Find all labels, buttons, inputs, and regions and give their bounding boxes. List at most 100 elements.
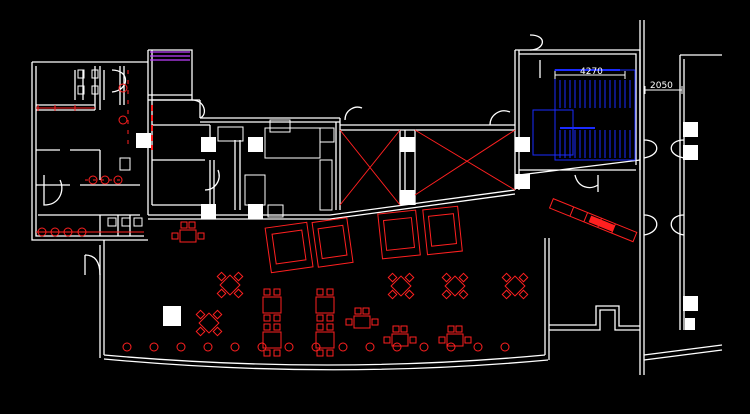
restroom-door bbox=[43, 175, 63, 206]
dining-table-set bbox=[387, 272, 415, 300]
door-arc-3 bbox=[574, 174, 599, 192]
chair bbox=[180, 221, 188, 229]
shaft-walls bbox=[340, 124, 515, 205]
chair bbox=[501, 272, 512, 283]
chair bbox=[326, 323, 334, 331]
urinal bbox=[77, 69, 85, 79]
chair bbox=[273, 288, 281, 296]
table-top bbox=[198, 312, 220, 334]
chair bbox=[326, 314, 334, 322]
urinal bbox=[77, 85, 85, 95]
columns bbox=[136, 122, 698, 330]
column bbox=[400, 137, 415, 152]
column bbox=[683, 145, 698, 160]
dining-table-set bbox=[383, 325, 417, 347]
dining-table-set bbox=[501, 272, 529, 300]
sofa bbox=[377, 209, 421, 260]
chair bbox=[362, 307, 370, 315]
chair bbox=[171, 232, 179, 240]
kitchen-fixtures bbox=[217, 119, 335, 218]
booth-sofa bbox=[377, 209, 421, 260]
restroom-urinal-dividers bbox=[74, 70, 105, 100]
counter bbox=[269, 119, 291, 133]
dining-table-set bbox=[262, 323, 282, 357]
dimension-line bbox=[554, 71, 626, 79]
chair bbox=[392, 325, 400, 333]
chair bbox=[195, 309, 206, 320]
chair bbox=[447, 325, 455, 333]
door-arc bbox=[344, 106, 363, 121]
column bbox=[136, 133, 151, 148]
furniture bbox=[36, 70, 638, 357]
chair bbox=[409, 336, 417, 344]
bar-counter bbox=[548, 198, 638, 243]
shaft-cross bbox=[339, 129, 401, 206]
chair bbox=[326, 349, 334, 357]
service-walls bbox=[152, 99, 211, 206]
chair bbox=[464, 336, 472, 344]
column bbox=[683, 122, 698, 137]
counter-divisions bbox=[569, 206, 616, 234]
column bbox=[515, 174, 530, 189]
chair bbox=[195, 326, 206, 337]
kitchen-walls bbox=[234, 118, 341, 210]
chair bbox=[212, 309, 223, 320]
bar-stool bbox=[473, 342, 483, 352]
chair bbox=[263, 323, 271, 331]
sofa bbox=[422, 205, 463, 256]
chair bbox=[501, 289, 512, 300]
service-door-2 bbox=[204, 169, 220, 191]
chair bbox=[197, 232, 205, 240]
dimension-label: 4270 bbox=[580, 67, 603, 77]
exterior-wall bbox=[679, 54, 722, 330]
chair bbox=[458, 272, 469, 283]
chair bbox=[188, 221, 196, 229]
service-door bbox=[191, 99, 206, 119]
table-top bbox=[390, 275, 412, 297]
table-top bbox=[219, 274, 241, 296]
chair bbox=[233, 288, 244, 299]
chair bbox=[518, 289, 529, 300]
stair bbox=[532, 69, 636, 161]
dining-table-set bbox=[216, 271, 244, 299]
dining-table-set bbox=[315, 288, 335, 322]
chair bbox=[387, 272, 398, 283]
bar-stool bbox=[50, 227, 60, 237]
chair bbox=[273, 323, 281, 331]
shelving bbox=[319, 159, 333, 211]
double-door-1 bbox=[643, 139, 685, 159]
service-divider bbox=[209, 160, 215, 205]
toilet bbox=[121, 217, 131, 227]
chair bbox=[438, 336, 446, 344]
appliance bbox=[267, 204, 284, 218]
shaft-crosses bbox=[339, 129, 516, 206]
dining-table-set bbox=[441, 272, 469, 300]
dining-table-set bbox=[315, 323, 335, 357]
stair-core-south bbox=[518, 159, 641, 176]
table-top bbox=[179, 229, 197, 243]
bar-stool bbox=[392, 342, 402, 352]
restroom-red-fixture bbox=[36, 105, 95, 111]
chair bbox=[316, 288, 324, 296]
chair bbox=[441, 289, 452, 300]
table-top bbox=[504, 275, 526, 297]
sink bbox=[119, 157, 131, 171]
dining-entry-door bbox=[84, 254, 101, 276]
bar-stool bbox=[63, 227, 73, 237]
dining-table-set bbox=[345, 307, 379, 329]
chair bbox=[216, 271, 227, 282]
dimension-lines: 4270 2050 bbox=[554, 67, 683, 94]
chair bbox=[316, 323, 324, 331]
bar-stool bbox=[446, 342, 456, 352]
column bbox=[683, 296, 698, 311]
toilet bbox=[107, 217, 117, 227]
booth-sofa bbox=[311, 217, 354, 268]
column bbox=[248, 137, 263, 152]
bar-stool bbox=[149, 342, 159, 352]
bar-stool bbox=[284, 342, 294, 352]
column bbox=[685, 318, 695, 330]
dimension-line bbox=[644, 86, 683, 94]
chair bbox=[404, 289, 415, 300]
bar-stool bbox=[311, 342, 321, 352]
